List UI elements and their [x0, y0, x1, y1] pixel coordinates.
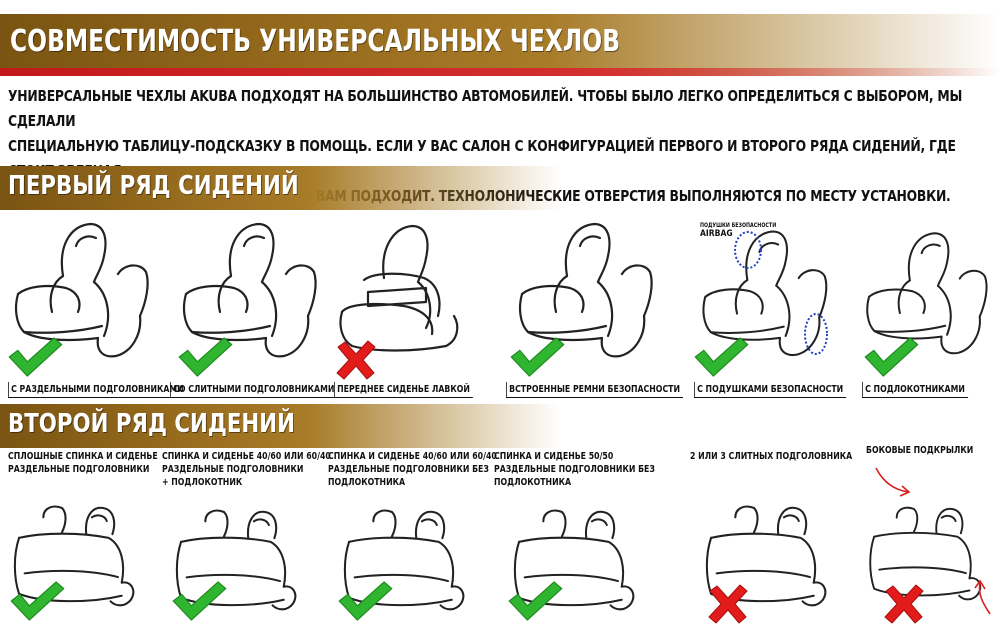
row2-cell-1: СПЛОШНЫЕ СПИНКА И СИДЕНЬЕ РАЗДЕЛЬНЫЕ ПОД…	[6, 450, 166, 626]
title-red-stripe	[0, 68, 1000, 76]
row2-cell-4: СПИНКА И СИДЕНЬЕ 50/50 РАЗДЕЛЬНЫЕ ПОДГОЛ…	[494, 450, 674, 626]
row2-caption-2: СПИНКА И СИДЕНЬЕ 40/60 ИЛИ 60/40 РАЗДЕЛЬ…	[162, 451, 331, 488]
row2-cell-2: СПИНКА И СИДЕНЬЕ 40/60 ИЛИ 60/40 РАЗДЕЛЬ…	[162, 450, 332, 626]
check-icon	[8, 580, 66, 622]
cross-icon	[882, 584, 926, 624]
check-icon	[336, 580, 394, 622]
row2-cell-5: 2 ИЛИ 3 СЛИТНЫХ ПОДГОЛОВНИКА	[688, 450, 858, 626]
row2-caption-4: СПИНКА И СИДЕНЬЕ 50/50 РАЗДЕЛЬНЫЕ ПОДГОЛ…	[494, 451, 655, 488]
row1-cell-6: С ПОДЛОКОТНИКАМИ	[860, 216, 998, 406]
row1-caption-3: ПЕРЕДНЕЕ СИДЕНЬЕ ЛАВКОЙ	[334, 382, 474, 398]
airbag-label-big: AIRBAG	[700, 229, 733, 239]
airbag-label: ПОДУШКИ БЕЗОПАСНОСТИ AIRBAG	[700, 222, 795, 239]
bolster-arrows-icon	[875, 467, 991, 615]
row1-caption-6: С ПОДЛОКОТНИКАМИ	[862, 382, 968, 398]
cross-icon	[334, 340, 378, 380]
row2-caption-5: 2 ИЛИ 3 СЛИТНЫХ ПОДГОЛОВНИКА	[690, 451, 853, 462]
row1-cell-3: ПЕРЕДНЕЕ СИДЕНЬЕ ЛАВКОЙ	[334, 216, 494, 406]
check-icon	[692, 336, 750, 378]
row2-cell-6: БОКОВЫЕ ПОДКРЫЛКИ	[862, 444, 998, 626]
check-icon	[506, 580, 564, 622]
page-title: СОВМЕСТИМОСТЬ УНИВЕРСАЛЬНЫХ ЧЕХЛОВ	[10, 24, 621, 59]
row1-cell-5: С ПОДУШКАМИ БЕЗОПАСНОСТИ	[692, 216, 852, 406]
row1-caption-1: С РАЗДЕЛЬНЫМИ ПОДГОЛОВНИКАМИ	[8, 382, 187, 398]
row2-caption-6: БОКОВЫЕ ПОДКРЫЛКИ	[866, 445, 974, 456]
row2-title: ВТОРОЙ РЯД СИДЕНИЙ	[8, 409, 295, 439]
row1-cell-2: СО СЛИТНЫМИ ПОДГОЛОВНИКАМИ	[170, 216, 338, 406]
row1-caption-5: С ПОДУШКАМИ БЕЗОПАСНОСТИ	[694, 382, 847, 398]
airbag-label-small: ПОДУШКИ БЕЗОПАСНОСТИ	[700, 222, 777, 229]
check-icon	[176, 336, 234, 378]
row2-banner: ВТОРОЙ РЯД СИДЕНИЙ	[0, 404, 560, 448]
cross-icon	[706, 584, 750, 624]
row1-cell-4: ВСТРОЕННЫЕ РЕМНИ БЕЗОПАСНОСТИ	[506, 216, 684, 406]
intro-line-1: УНИВЕРСАЛЬНЫЕ ЧЕХЛЫ AKUBA ПОДХОДЯТ НА БО…	[8, 87, 963, 130]
row1-caption-4: ВСТРОЕННЫЕ РЕМНИ БЕЗОПАСНОСТИ	[506, 382, 684, 398]
check-icon	[862, 336, 920, 378]
check-icon	[508, 336, 566, 378]
main-title-banner: СОВМЕСТИМОСТЬ УНИВЕРСАЛЬНЫХ ЧЕХЛОВ	[0, 14, 1000, 76]
row2-caption-3: СПИНКА И СИДЕНЬЕ 40/60 ИЛИ 60/40 РАЗДЕЛЬ…	[328, 451, 497, 488]
row1-cell-1: С РАЗДЕЛЬНЫМИ ПОДГОЛОВНИКАМИ	[4, 216, 187, 406]
row1-title: ПЕРВЫЙ РЯД СИДЕНИЙ	[8, 171, 299, 201]
check-icon	[6, 336, 64, 378]
row1-caption-2: СО СЛИТНЫМИ ПОДГОЛОВНИКАМИ	[170, 382, 338, 398]
check-icon	[170, 580, 228, 622]
row1-banner: ПЕРВЫЙ РЯД СИДЕНИЙ	[0, 166, 560, 210]
row2-caption-1: СПЛОШНЫЕ СПИНКА И СИДЕНЬЕ РАЗДЕЛЬНЫЕ ПОД…	[8, 451, 158, 475]
airbag-zones-icon	[734, 231, 828, 355]
row2-cell-3: СПИНКА И СИДЕНЬЕ 40/60 ИЛИ 60/40 РАЗДЕЛЬ…	[328, 450, 498, 626]
